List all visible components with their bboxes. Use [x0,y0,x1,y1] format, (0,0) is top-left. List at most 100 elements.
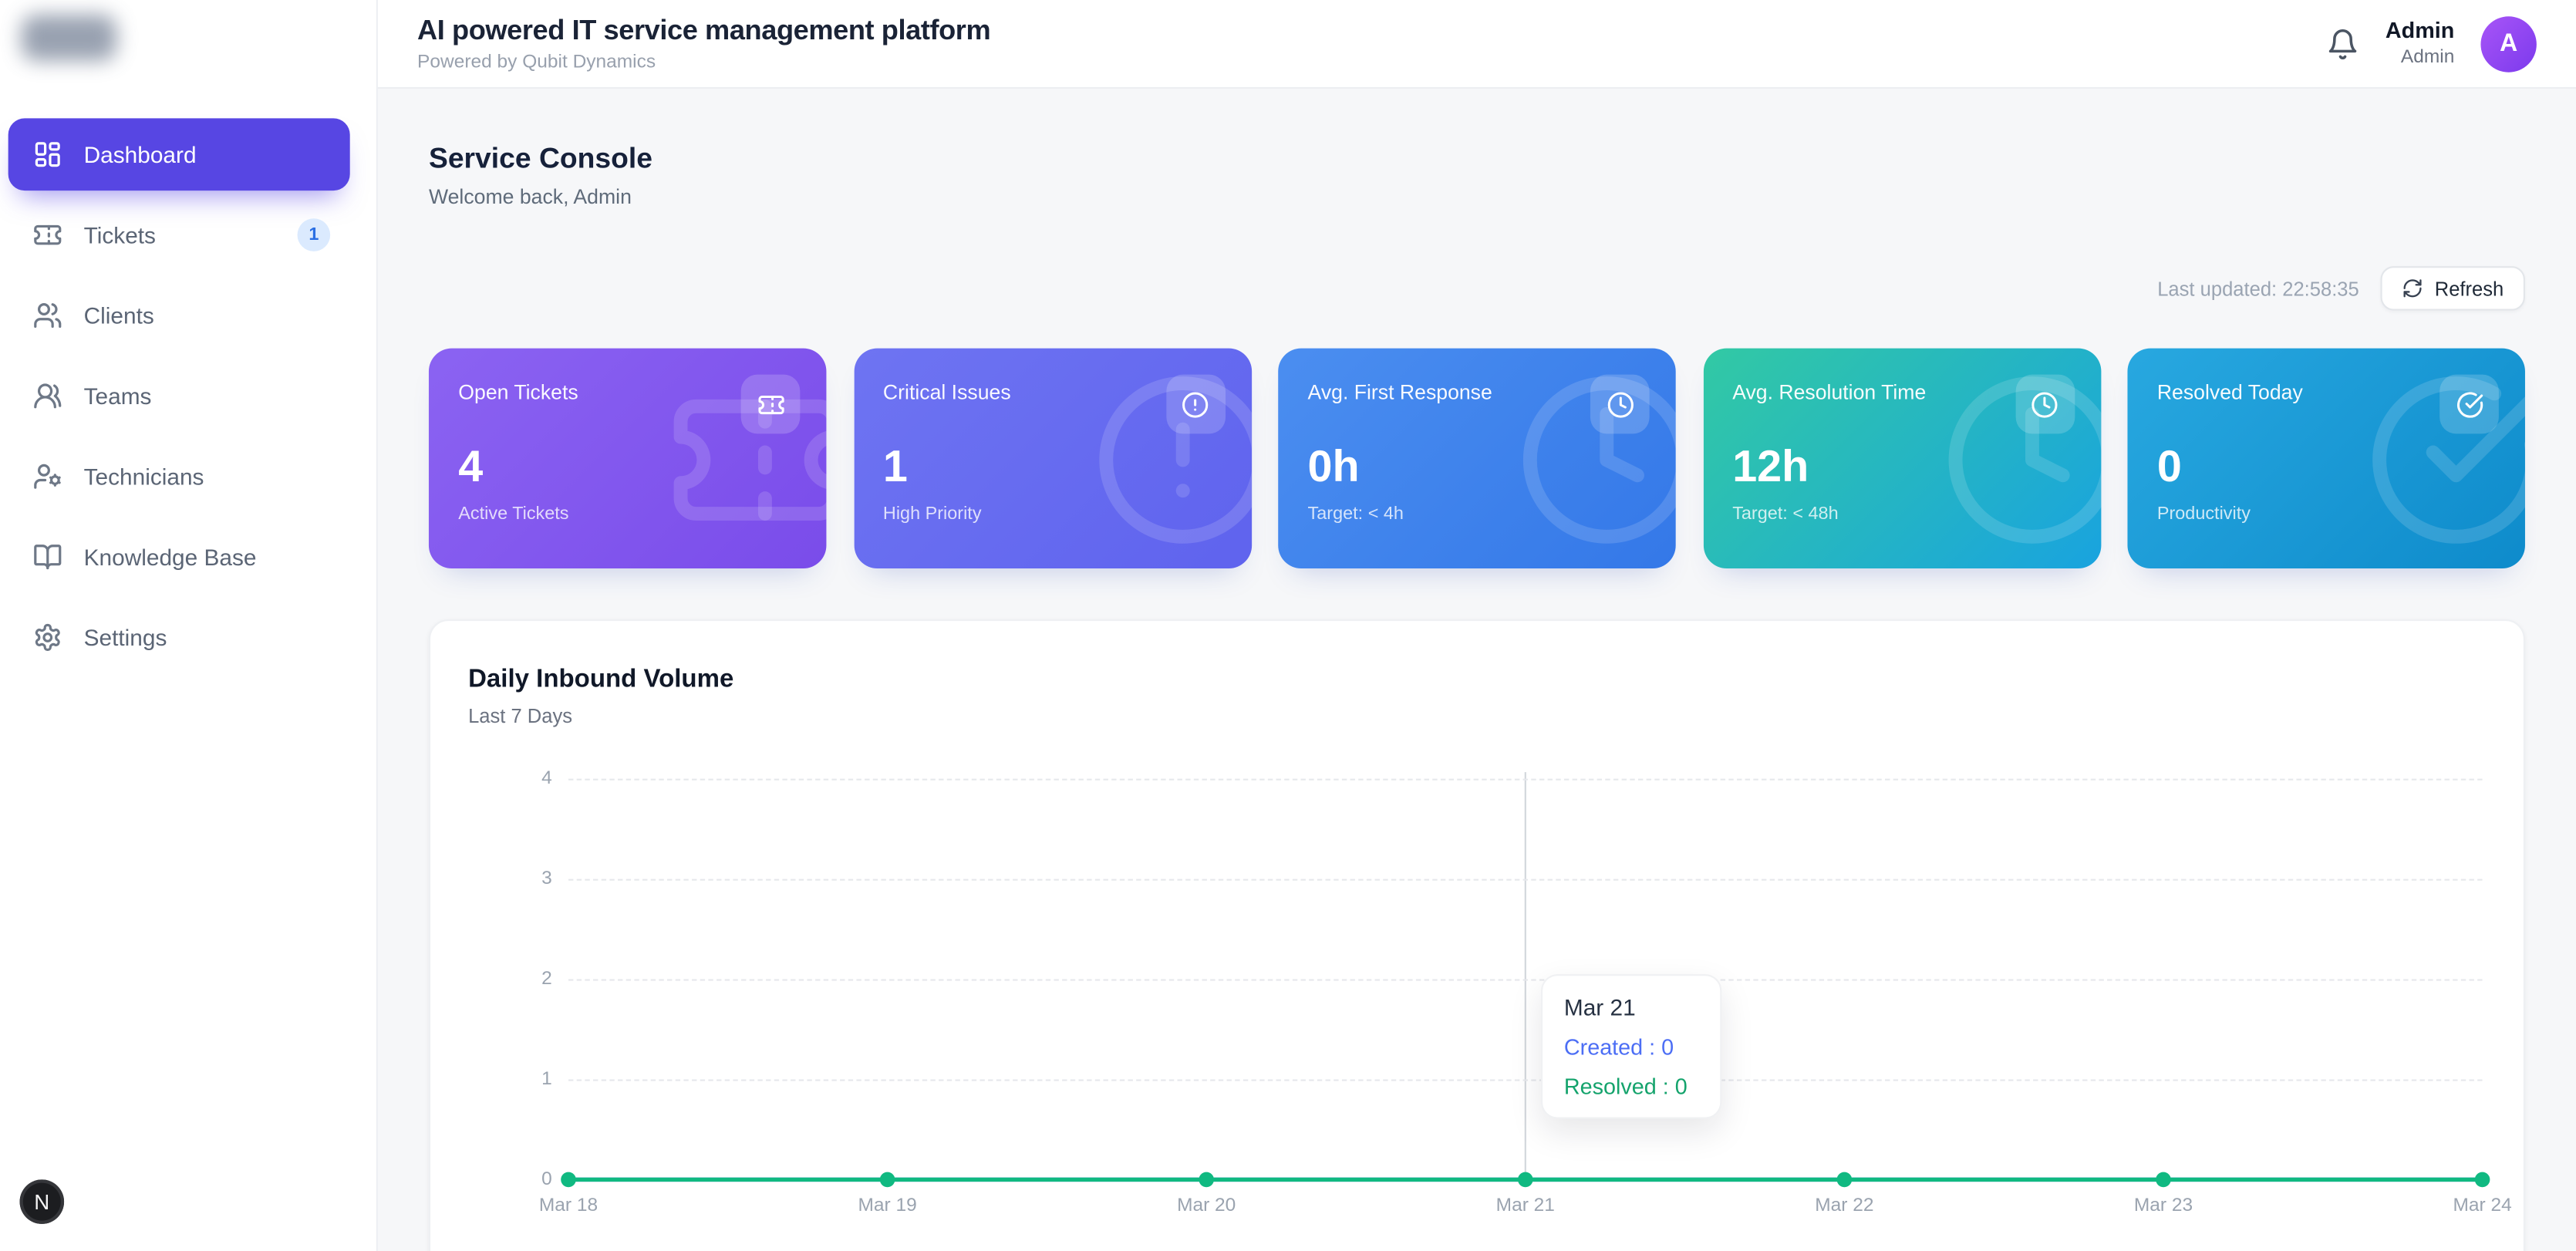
alert-circle-icon [1165,374,1225,434]
chart-subtitle: Last 7 Days [468,704,573,728]
sidebar-item-label: Tickets [83,221,156,248]
x-axis-tick: Mar 22 [1815,1195,1874,1216]
data-point [1836,1172,1853,1188]
sidebar-item-knowledge-base[interactable]: Knowledge Base [8,521,350,593]
x-axis-tick: Mar 19 [858,1195,917,1216]
sidebar-item-teams[interactable]: Teams [8,359,350,432]
x-axis-tick: Mar 20 [1177,1195,1236,1216]
data-point [2474,1172,2490,1188]
gridline [568,878,2483,881]
chart-title: Daily Inbound Volume [468,665,734,693]
clock-icon [1940,368,2101,552]
stat-card-value: 0h [1307,441,1360,491]
app-logo-blurred [21,15,117,61]
stat-card-subtitle: Productivity [2156,504,2251,524]
stat-card-subtitle: Target: < 48h [1732,504,1839,524]
gear-icon [33,622,62,652]
app-subtitle: Powered by Qubit Dynamics [417,52,656,72]
stat-card-subtitle: Target: < 4h [1307,504,1404,524]
sidebar-item-label: Clients [83,302,154,329]
last-updated-text: Last updated: 22:58:35 [2157,276,2359,300]
app-title: AI powered IT service management platfor… [417,15,991,46]
sidebar-item-clients[interactable]: Clients [8,279,350,352]
dashboard-icon [33,140,62,169]
stat-card-title: Open Tickets [458,381,578,405]
clock-icon [2015,374,2075,434]
ticket-count-badge: 1 [297,218,331,251]
meta-row: Last updated: 22:58:35 Refresh [2157,266,2525,311]
stat-card-value: 1 [882,441,908,491]
refresh-button[interactable]: Refresh [2380,266,2525,311]
data-point [879,1172,895,1188]
x-axis-tick: Mar 21 [1495,1195,1555,1216]
stat-card-subtitle: High Priority [882,504,982,524]
x-axis-tick: Mar 23 [2133,1195,2193,1216]
stat-card-title: Avg. First Response [1307,381,1492,405]
page-head: Service Console Welcome back, Admin [429,141,652,208]
main-content: Service Console Welcome back, Admin Last… [377,89,2576,1251]
sidebar-item-tickets[interactable]: Tickets 1 [8,199,350,271]
avatar[interactable]: A [2480,15,2537,72]
data-point [561,1172,576,1188]
page-subtitle: Welcome back, Admin [428,185,632,209]
app-title-block: AI powered IT service management platfor… [417,15,991,72]
book-open-icon [33,542,62,572]
data-point [1517,1172,1533,1188]
team-icon [33,381,62,410]
sidebar-item-label: Settings [83,624,167,651]
y-axis-tick: 1 [541,1069,552,1090]
ticket-icon [666,368,827,552]
page-title: Service Console [428,141,653,174]
dev-overlay-badge[interactable]: N [19,1179,65,1223]
y-axis-tick: 0 [541,1169,552,1190]
x-axis-tick: Mar 18 [538,1195,598,1216]
sidebar-item-label: Dashboard [83,141,197,168]
gridline [568,979,2483,981]
y-axis-tick: 4 [541,768,552,789]
gridline [568,1079,2483,1081]
stat-card-subtitle: Active Tickets [458,504,569,524]
ticket-icon [740,374,801,434]
bell-icon[interactable] [2326,27,2359,60]
refresh-icon [2402,278,2423,299]
data-point [1199,1172,1215,1188]
check-circle-icon [2439,374,2499,434]
y-axis-tick: 3 [541,868,552,889]
tooltip-created: Created : 0 [1563,1034,1674,1060]
stat-card-value: 12h [1732,441,1809,491]
user-role: Admin [2400,47,2455,67]
y-axis-tick: 2 [541,969,552,990]
gridline [568,778,2483,781]
stat-card-title: Resolved Today [2156,381,2303,405]
data-point [2156,1172,2171,1188]
top-header: AI powered IT service management platfor… [377,0,2576,89]
sidebar-item-dashboard[interactable]: Dashboard [8,118,350,191]
user-gear-icon [33,462,62,491]
ticket-icon [33,220,62,249]
alert-circle-icon [1090,368,1252,552]
sidebar-item-label: Technicians [83,463,204,490]
user-name: Admin [2385,18,2455,43]
tooltip-date: Mar 21 [1563,993,1636,1020]
header-actions: Admin Admin A [2326,15,2537,72]
stat-card-title: Critical Issues [882,381,1011,405]
clock-icon [1590,374,1650,434]
users-icon [33,301,62,330]
sidebar-item-label: Teams [83,383,152,410]
stat-card-title: Avg. Resolution Time [1732,381,1927,405]
sidebar-item-settings[interactable]: Settings [8,602,350,674]
chart-tooltip: Mar 21 Created : 0 Resolved : 0 [1541,974,1722,1119]
user-info: Admin Admin [2385,18,2454,69]
sidebar-item-technicians[interactable]: Technicians [8,440,350,513]
refresh-label: Refresh [2434,276,2504,300]
